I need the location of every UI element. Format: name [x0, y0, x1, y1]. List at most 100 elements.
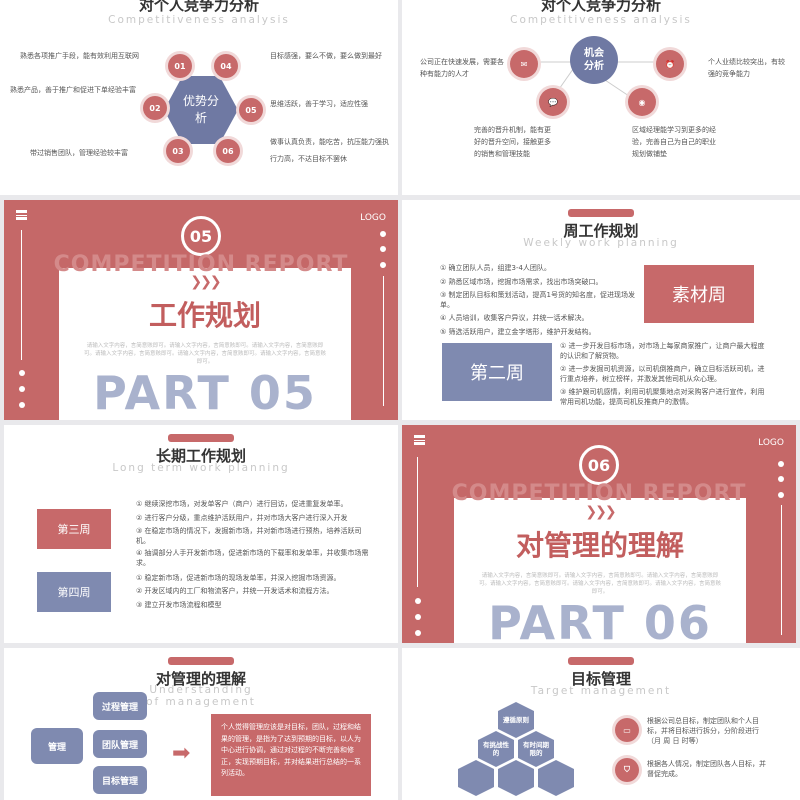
third-week-box: 第三周: [37, 509, 111, 549]
slide-part-06[interactable]: LOGO 06 ❯❯❯ 对管理的理解 请输入文字内容，言简意赅即可。请输入文字内…: [402, 425, 796, 643]
dot-icon: [778, 461, 784, 467]
fourth-week-box: 第四周: [37, 572, 111, 612]
webcam-icon: ◉: [628, 88, 656, 116]
mail-icon: ✉: [510, 50, 538, 78]
content-card: ❯❯❯ 工作规划 请输入文字内容，言简意赅即可。请输入文字内容，言简意赅即可。请…: [59, 268, 351, 420]
hex-challenging: 有挑战性的: [478, 731, 514, 767]
strength-text: 熟悉各项推广手段，能有效利用互联网: [20, 52, 139, 60]
management-root-box: 管理: [31, 728, 83, 764]
ghost-heading: COMPETITION REPORT: [451, 481, 747, 506]
list-item: ① 继续深挖市场，对发单客户（商户）进行回访，促进重复发单率。: [136, 500, 348, 508]
section-title: 对管理的理解: [515, 529, 684, 562]
list-item: ① 进一步开发目标市场，对市场上每家商家推广，让商户最大程度的认识和了解货物。: [560, 342, 765, 360]
node-06: 06: [216, 139, 240, 163]
list-item: ③ 制定团队目标和策划活动，提高1号货的知名度，促进现场发单。: [440, 291, 635, 309]
dot-icon: [380, 262, 386, 268]
content-card: ❯❯❯ 对管理的理解 请输入文字内容，言简意赅即可。请输入文字内容，言简意赅即可…: [454, 498, 746, 643]
week3-list: ① 继续深挖市场，对发单客户（商户）进行回访，促进重复发单率。 ② 进行客户分级…: [136, 498, 372, 568]
slide-opportunities[interactable]: 对个人竞争力分析 Competitiveness analysis 机会分析 ✉…: [402, 0, 800, 195]
week1-list: ① 确立团队人员，组建3-4人团队。 ② 熟悉区域市场，挖掘市场需求，找出市场突…: [440, 262, 636, 338]
shield-icon: ⛉: [615, 758, 639, 782]
slide-title: 对个人竞争力分析: [138, 0, 259, 14]
second-week-box: 第二周: [442, 343, 552, 401]
opportunity-text: 完善的晋升机制，能有更好的晋升空间，接触更多的销售和管理技能: [474, 126, 551, 158]
slide-subtitle: Weekly work planning: [523, 237, 679, 249]
slide-title: 长期工作规划: [155, 447, 246, 465]
node-05: 05: [239, 98, 263, 122]
list-item: ② 进行客户分级，重点维护活跃用户，并对市场大客户进行深入开发: [136, 514, 348, 522]
list-item: ④ 人员培训，收集客户异议，并统一话术解决。: [440, 314, 589, 322]
material-week-box: 素材周: [644, 265, 754, 323]
accent-bar: [168, 434, 234, 442]
slide-title: 目标管理: [570, 670, 631, 688]
team-management-box: 团队管理: [93, 730, 147, 758]
slide-title: 对个人竞争力分析: [540, 0, 661, 14]
slide-personal-strengths[interactable]: 对个人竞争力分析 Competitiveness analysis 优势分析 0…: [0, 0, 398, 195]
dot-icon: [415, 630, 421, 636]
menu-icon[interactable]: [414, 435, 425, 445]
divider: [21, 230, 22, 360]
slide-subtitle: Competitiveness analysis: [108, 14, 290, 26]
hex: [498, 760, 534, 796]
arrow-right-icon: ➡: [172, 741, 191, 766]
opportunity-text: 区域经理能学习到更多的经验，完善自己为自己的职业规划做铺垫: [632, 126, 716, 158]
process-management-box: 过程管理: [93, 692, 147, 720]
slide-subtitle: Long term work planning: [112, 462, 290, 474]
week4-list: ① 稳定新市场，促进新市场的现场发单率，并深入挖掘市场资源。 ② 开发区域内的工…: [136, 573, 341, 611]
strength-text: 目标感强，要么不做，要么做到最好: [270, 52, 382, 60]
logo: LOGO: [758, 438, 784, 448]
list-item: ② 熟悉区域市场，挖掘市场需求，找出市场突破口。: [440, 278, 603, 286]
accent-bar: [568, 209, 634, 217]
chevrons-icon: ❯❯❯: [585, 504, 616, 520]
dot-icon: [19, 386, 25, 392]
dot-icon: [778, 476, 784, 482]
slide-target-management[interactable]: 目标管理 Target management 遵循原则 有挑战性的 有时间期限的…: [402, 648, 800, 800]
node-02: 02: [143, 96, 167, 120]
slide-weekly-planning[interactable]: 周工作规划 Weekly work planning 素材周 第二周 ① 确立团…: [402, 200, 800, 420]
slide-title: 对管理的理解: [155, 670, 246, 688]
hex-time-bound: 有时间期限的: [518, 731, 554, 767]
strength-text: 带过销售团队，管理经验较丰富: [30, 149, 128, 157]
divider: [781, 505, 782, 635]
slide-subtitle: Competitiveness analysis: [510, 14, 692, 26]
ghost-heading: COMPETITION REPORT: [53, 252, 349, 277]
node-01: 01: [168, 54, 192, 78]
divider: [383, 276, 384, 406]
dot-icon: [415, 598, 421, 604]
strength-text: 熟悉产品，善于推广和促进下单经验丰富: [10, 86, 136, 94]
divider: [417, 457, 418, 587]
alarm-clock-icon: ⏰: [656, 50, 684, 78]
slide-long-term-planning[interactable]: 长期工作规划 Long term work planning 第三周 第四周 ①…: [4, 425, 398, 643]
slide-management-understanding[interactable]: 对管理的理解 Understanding of management 管理 过程…: [4, 648, 398, 800]
opportunity-text: 公司正在快速发展，需要各种有能力的人才: [420, 58, 504, 78]
list-item: ① 稳定新市场，促进新市场的现场发单率，并深入挖掘市场资源。: [136, 574, 341, 582]
strength-text: 思维活跃，善于学习，适应性强: [270, 100, 368, 108]
slide-subtitle: Understanding of management: [146, 684, 256, 708]
dot-icon: [380, 231, 386, 237]
list-item: ③ 建立开发市场流程和模型: [136, 601, 222, 609]
center-circle: 机会分析: [570, 36, 618, 84]
list-item: ① 确立团队人员，组建3-4人团队。: [440, 264, 551, 272]
menu-icon[interactable]: [16, 210, 27, 220]
dot-icon: [778, 492, 784, 498]
section-title: 工作规划: [148, 299, 261, 332]
list-item: ④ 抽调部分人手开发新市场，促进新市场的下载率和发单率，并收集市场需求。: [136, 549, 369, 567]
target-text: 根据各人情况，制定团队各人目标，并督促完成。: [647, 760, 766, 778]
center-hexagon: 优势分析: [164, 76, 238, 144]
opportunity-text: 个人业绩比较突出，有较强的竞争能力: [708, 58, 785, 78]
list-item: ③ 维护跟司机感情，利用司机聚集地点对采购客户进行宣传，利用常用司机功能，提高司…: [560, 388, 765, 406]
dot-icon: [19, 402, 25, 408]
part-label: PART 05: [93, 366, 317, 420]
hex-principle: 遵循原则: [498, 702, 534, 738]
accent-bar: [568, 657, 634, 665]
section-number: 06: [579, 445, 619, 485]
target-text: 根据公司总目标，制定团队和个人目标，并将目标进行拆分，分阶段进行（月 周 日 时…: [647, 717, 759, 745]
connector-lines: [522, 61, 670, 103]
placeholder-text: 请输入文字内容，言简意赅即可。请输入文字内容，言简意赅即可。请输入文字内容，言简…: [478, 573, 721, 595]
hex: [458, 760, 494, 796]
placeholder-text: 请输入文字内容，言简意赅即可。请输入文字内容，言简意赅即可。请输入文字内容，言简…: [83, 343, 326, 365]
list-item: ② 开发区域内的工厂和物流客户，并统一开发话术和流程方法。: [136, 587, 334, 595]
strength-text: 做事认真负责，能吃苦，抗压能力强执行力高，不达目标不罢休: [270, 138, 389, 163]
management-description: 个人觉得管理应该是对目标，团队，过程和结果的管理，是指为了达到预期的目标，以人为…: [211, 714, 371, 796]
slide-part-05[interactable]: LOGO 05 ❯❯❯ 工作规划 请输入文字内容，言简意赅即可。请输入文字内容，…: [4, 200, 398, 420]
